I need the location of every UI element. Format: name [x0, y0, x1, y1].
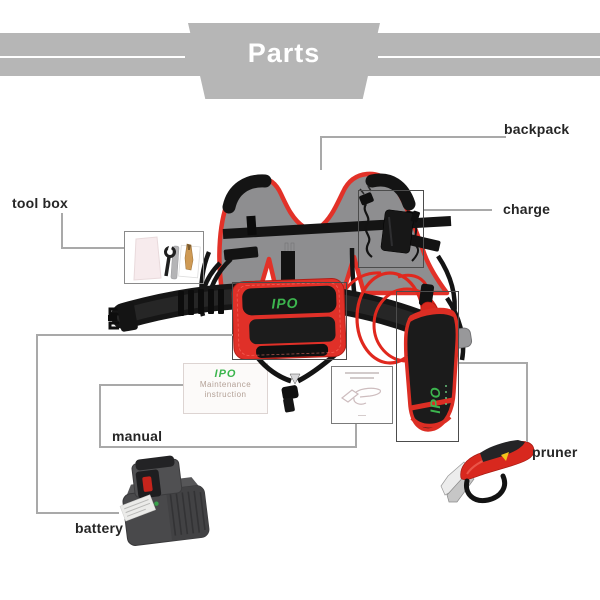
pruner-blade-lower [446, 472, 475, 503]
maintenance-title-line2: instruction [204, 389, 247, 399]
maintenance-instruction-sheet: IPO Maintenance instruction [183, 363, 268, 414]
banner-ribbon-center [188, 23, 380, 99]
brand-logo-maintenance: IPO [214, 368, 237, 380]
battery-photo [119, 455, 210, 546]
battery-power-button [142, 476, 153, 492]
leg-strap-buckle [281, 385, 299, 400]
label-manual: manual [112, 428, 163, 444]
battery-indicator-dot [154, 501, 159, 506]
manual-text-placeholder [350, 377, 374, 379]
charge-connector-line [424, 209, 492, 211]
pruner-blade-upper [440, 461, 472, 496]
battery-label [119, 494, 156, 522]
battery-side-shade [165, 485, 209, 542]
pruner-connector-line [459, 362, 528, 364]
label-battery: battery [75, 520, 124, 536]
manual-connector-line [355, 424, 357, 448]
toolbox-connector-line [61, 247, 124, 249]
pruner-body [460, 441, 535, 480]
manual-connector-line [99, 384, 183, 386]
battery-body [122, 485, 210, 546]
strap-triangle-ring [289, 373, 301, 385]
battery-connector-line [36, 512, 119, 514]
battery-connector-line [36, 334, 233, 336]
leg-strap-tail [283, 397, 295, 413]
label-backpack: backpack [504, 121, 570, 137]
pruner-pivot-bolt [465, 468, 473, 476]
page-title: Parts [247, 38, 321, 68]
battery-hump-top [135, 455, 175, 471]
pruner-body-highlight [466, 455, 496, 475]
battery-hump [131, 458, 183, 499]
pruner-pivot [462, 463, 478, 479]
manual-connector-line [99, 384, 101, 448]
battery-ridges [169, 490, 206, 536]
charger-callout-box [358, 190, 424, 268]
user-manual-sheet [331, 366, 393, 424]
maintenance-title-line1: Maintenance [199, 380, 252, 389]
pruner-finger-loop [463, 473, 508, 504]
battery-top-face [126, 477, 200, 497]
leg-strap [256, 352, 338, 413]
toolbox-connector-line [61, 213, 63, 249]
battery-connector-line [36, 334, 38, 514]
manual-footer-mark [358, 415, 366, 416]
label-pruner: pruner [532, 444, 578, 460]
toolbox-callout-box [124, 231, 204, 284]
shoulder-pad-left [222, 174, 272, 214]
adjuster-band-left [223, 246, 259, 261]
battery-pouch-callout-box [232, 282, 347, 360]
pruner-warning-sticker [501, 452, 509, 461]
manual-text-placeholder [345, 372, 379, 374]
pruner-yellow-latch [473, 461, 481, 472]
label-tool-box: tool box [12, 195, 69, 211]
belt-buckle-left [108, 302, 138, 332]
belt-molle-slats [178, 289, 224, 316]
pruner-photo [440, 440, 535, 504]
banner-divider-left [0, 56, 185, 58]
holster-callout-box [396, 291, 459, 442]
pruner-grip [480, 440, 525, 462]
strap-keeper-left [246, 215, 257, 236]
banner-divider-right [378, 56, 600, 58]
battery-switch-panel [135, 469, 162, 499]
pruner-connector-line [526, 362, 528, 442]
manual-connector-line [99, 446, 357, 448]
backpack-connector-line [320, 136, 506, 138]
label-charge: charge [503, 201, 551, 217]
manual-pruner-sketch [340, 387, 382, 405]
backpack-connector-line [320, 136, 322, 170]
